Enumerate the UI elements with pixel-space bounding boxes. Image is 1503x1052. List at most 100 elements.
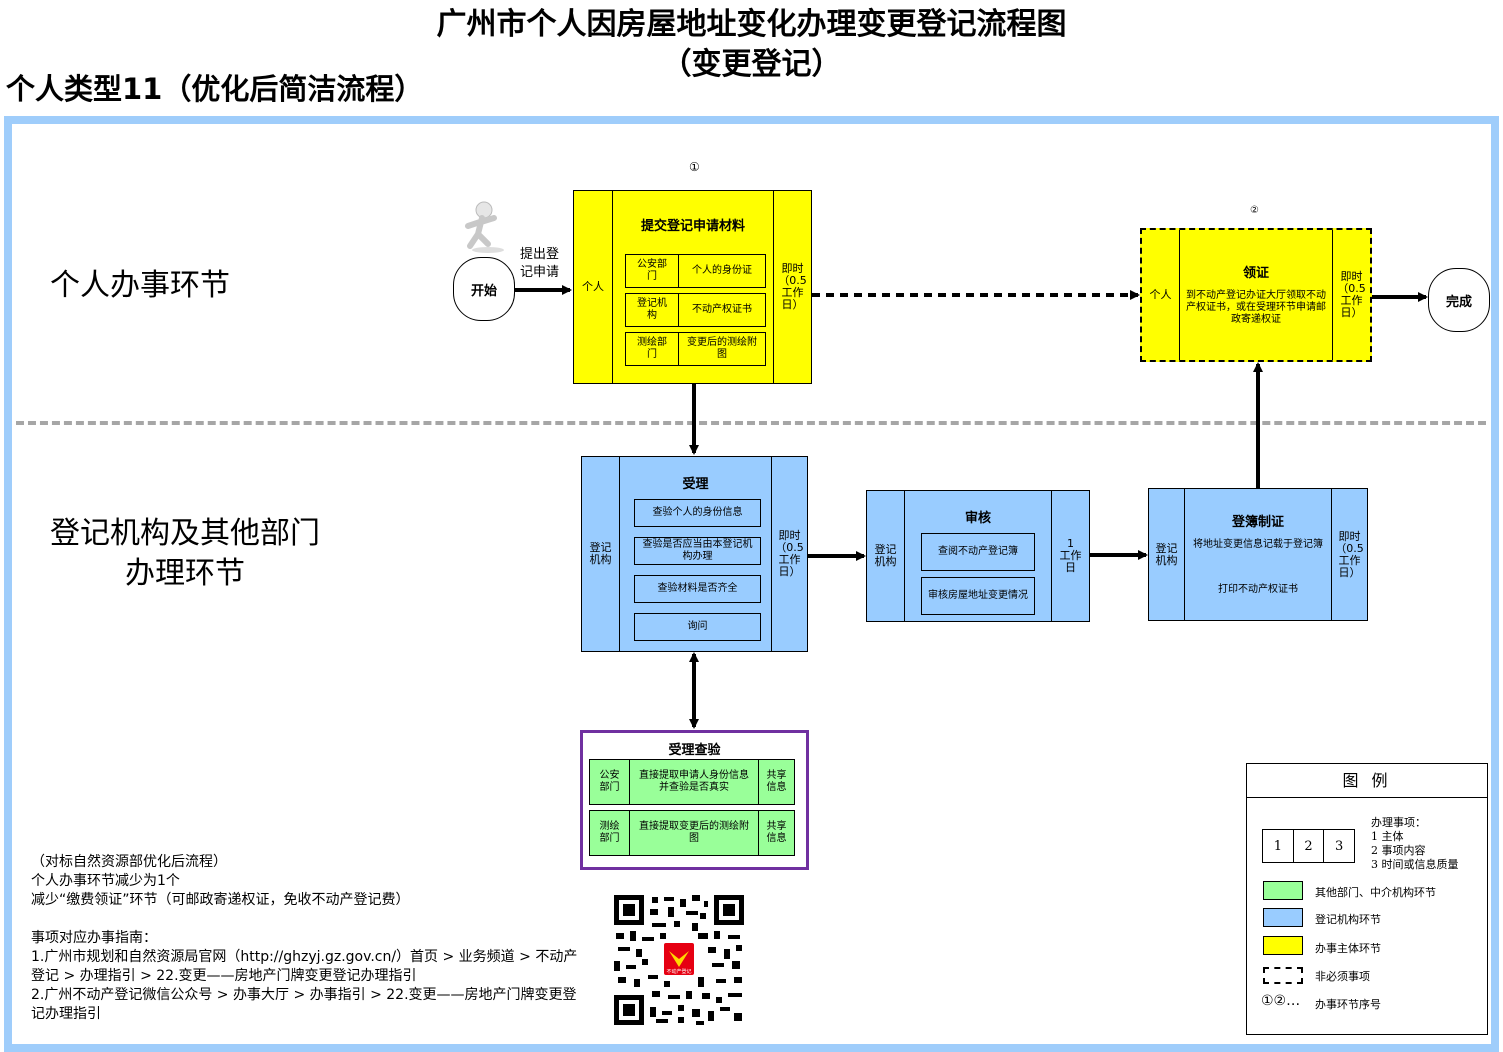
step2-time-line3: 工作 [1340,294,1363,307]
start-terminal: 开始 [453,257,515,321]
review-subject-line1: 登记 [874,543,897,556]
guide-notes: 事项对应办事指南： 1.广州市规划和自然资源局官网（http://ghzyj.g… [31,929,581,1024]
guide-item-1: 1.广州市规划和自然资源局官网（http://ghzyj.gz.gov.cn/）… [31,949,578,984]
verify-row-1-item: 直接提取申请人身份信息并查验是否真实 [639,770,749,793]
page-title: 广州市个人因房屋地址变化办理变更登记流程图 [436,7,1067,42]
verify-row-2-dept-line1: 测绘 [599,821,620,832]
legend-blue-swatch [1263,908,1303,927]
verify-row-2: 测绘部门 直接提取变更后的测绘附图 共享信息 [589,810,795,856]
step2-collect-box: 个人 即时 （0.5 工作 日） 领证 到不动产登记办证大厅领取不动产权证书，或… [1140,228,1372,362]
step1-row-1-item: 个人的身份证 [692,265,752,276]
verify-row-2-dept: 测绘部门 [590,811,630,855]
register-time-line2: （0.5 [1335,541,1364,555]
step1-time-line3: 工作 [781,286,804,299]
lane-label-agency-line1: 登记机构及其他部门 [50,516,320,551]
legend-yellow-swatch [1263,936,1303,955]
legend-blue-label: 登记机构环节 [1315,913,1381,926]
legend-yellow-label: 办事主体环节 [1315,942,1381,955]
accept-item-4: 询问 [634,613,761,641]
register-subject: 登记 机构 [1149,489,1185,620]
qr-badge-text: 不动产登记 [666,969,692,975]
verify-row-2-share: 共享信息 [758,811,794,855]
legend-green-label: 其他部门、中介机构环节 [1315,886,1436,899]
verify-title: 受理查验 [668,743,721,758]
legend-dashed-label: 非必须事项 [1315,970,1370,983]
verify-row-1-share-line2: 信息 [766,782,787,793]
step1-subject: 个人 [574,191,613,383]
verify-row-1-dept: 公安部门 [590,760,630,804]
verify-row-2-item: 直接提取变更后的测绘附图 [639,821,749,844]
register-time-line4: 日） [1338,565,1361,579]
legend-title: 图 例 [1247,764,1487,798]
legend-seq-label: 办事环节序号 [1315,998,1381,1011]
legend-dashed-swatch [1263,967,1303,984]
step1-row-3-item: 变更后的测绘附图 [687,337,757,360]
step1-row-2: 登记机构 不动产权证书 [625,293,766,327]
page-subtitle: （变更登记） [661,47,842,82]
step1-time-line4: 日） [781,298,804,311]
review-subject-line2: 机构 [874,555,897,568]
review-box: 登记 机构 1 工作 日 审核 查阅不动产登记簿 审核房屋地址变更情况 [866,490,1090,622]
step1-row-2-dept: 登记机构 [626,294,679,326]
accept-subject-line2: 机构 [589,553,612,566]
verify-row-1-dept-line1: 公安 [599,770,620,781]
lane-divider [16,421,1486,425]
step2-time: 即时 （0.5 工作 日） [1332,230,1370,360]
register-content-2: 打印不动产权证书 [1218,584,1298,595]
optimization-notes: （对标自然资源部优化后流程） 个人办事环节减少为1个 减少“缴费领证”环节（可邮… [31,854,410,908]
lane-label-agency-line2: 办理环节 [125,556,245,591]
step2-time-line2: （0.5 [1337,282,1366,295]
review-time-line3: 日 [1065,561,1076,574]
register-time: 即时 （0.5 工作 日） [1331,489,1367,620]
verify-row-1-share: 共享信息 [758,760,794,804]
step2-content: 到不动产登记办证大厅领取不动产权证书，或在受理环节申请邮政寄递权证 [1186,290,1326,325]
review-subject: 登记 机构 [867,491,905,621]
step1-row-3: 测绘部门 变更后的测绘附图 [625,332,766,366]
verify-box: 受理查验 公安部门 直接提取申请人身份信息并查验是否真实 共享信息 测绘部门 直… [580,730,809,870]
register-title: 登簿制证 [1231,515,1284,530]
review-item-1: 查阅不动产登记簿 [921,533,1035,571]
guide-title: 事项对应办事指南： [31,930,157,946]
diagram-frame [4,116,1499,1052]
legend-items-desc: 办理事项： 1 主体 2 事项内容 3 时间或信息质量 [1371,816,1459,872]
legend-item-1: 1 主体 [1371,830,1404,843]
accept-time-line2: （0.5 [775,541,804,554]
step1-submit-box: 个人 即时 （0.5 工作 日） 提交登记申请材料 公安部门 个人的身份证 登记… [573,190,812,384]
legend-box-2: 2 [1294,830,1325,862]
accept-time-line3: 工作日） [778,553,801,578]
step2-title: 领证 [1242,266,1269,281]
finish-terminal: 完成 [1428,268,1490,332]
verify-row-1-dept-line2: 部门 [599,782,620,793]
accept-time: 即时 （0.5 工作日） [771,457,807,651]
legend-box-3: 3 [1335,838,1344,854]
register-time-line3: 工作 [1338,553,1361,567]
legend-green-swatch [1263,881,1303,900]
step2-number: ② [1250,205,1259,216]
process-type-label: 个人类型11（优化后简洁流程） [6,72,424,106]
verify-row-1: 公安部门 直接提取申请人身份信息并查验是否真实 共享信息 [589,759,795,805]
legend-seq-symbol: ①②… [1261,993,1301,1009]
step2-subject: 个人 [1142,230,1180,360]
register-subject-line2: 机构 [1155,553,1178,567]
review-time-line2: 工作 [1059,549,1082,562]
review-title: 审核 [964,511,991,526]
submit-application-line2: 记申请 [520,265,560,280]
legend-items-title: 办理事项： [1371,816,1426,829]
running-person-icon [465,201,504,253]
accept-subject-line1: 登记 [589,541,612,554]
legend-box-1: 1 [1263,830,1294,862]
accept-item-2: 查验是否应当由本登记机构办理 [634,537,761,565]
verify-row-1-share-line1: 共享 [766,770,787,781]
submit-application-label: 提出登 记申请 [520,246,559,282]
review-time: 1 工作 日 [1051,491,1089,621]
review-item-2: 审核房屋地址变更情况 [921,577,1035,615]
legend-item-2: 2 事项内容 [1371,844,1426,857]
register-content-1: 将地址变更信息记载于登记簿 [1193,539,1323,550]
accept-box: 登记 机构 即时 （0.5 工作日） 受理 查验个人的身份信息 查验是否应当由本… [581,456,808,652]
guide-item-2: 2.广州不动产登记微信公众号 > 办事大厅 > 办事指引 > 22.变更——房地… [31,987,577,1022]
register-subject-line1: 登记 [1155,541,1178,555]
register-box: 登记 机构 即时 （0.5 工作 日） 登簿制证 将地址变更信息记载于登记簿 打… [1148,488,1368,621]
qr-code-pattern [612,893,746,1027]
accept-time-line1: 即时 [778,529,801,542]
